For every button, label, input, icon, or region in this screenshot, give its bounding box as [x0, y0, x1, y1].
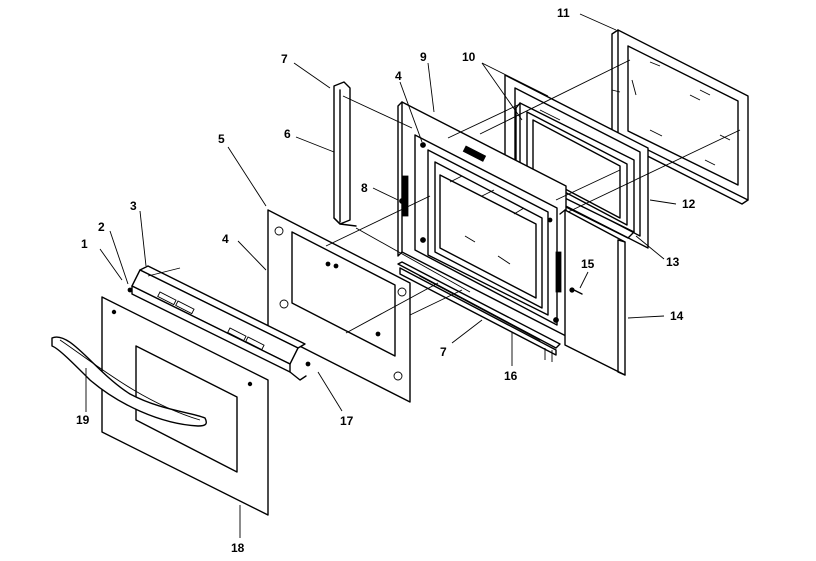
part-3-top-channel	[131, 265, 311, 381]
part-8-screw	[399, 198, 405, 204]
callout-16: 16	[504, 369, 518, 383]
callout-labels: 1 2 3 4 4 5 6 7 7 8 9 10 11 12 13 14 15 …	[76, 6, 696, 555]
callout-15: 15	[581, 257, 595, 271]
callout-7-top: 7	[281, 52, 288, 66]
part-2-screw	[127, 287, 133, 293]
callout-2: 2	[98, 220, 105, 234]
part-15-screw	[569, 287, 583, 295]
callout-9: 9	[420, 50, 427, 64]
alignment-lines	[147, 59, 741, 334]
part-19-handle	[51, 336, 207, 427]
part-10-window-glass	[515, 102, 635, 239]
callout-1: 1	[81, 237, 88, 251]
part-11-rear-frame	[611, 29, 749, 205]
callout-4-left: 4	[222, 232, 229, 246]
callout-12: 12	[682, 197, 696, 211]
part-6-side-channel	[333, 81, 357, 227]
callout-leaders	[85, 13, 677, 538]
callout-18: 18	[231, 541, 245, 555]
callout-3: 3	[130, 199, 137, 213]
part-14-back-panel	[559, 209, 626, 376]
callout-7-bottom: 7	[440, 345, 447, 359]
part-5-middle-panel	[267, 209, 411, 403]
callout-14: 14	[670, 309, 684, 323]
callout-6: 6	[284, 127, 291, 141]
callout-11: 11	[557, 6, 570, 20]
callout-13: 13	[666, 255, 680, 269]
part-16-bottom-channel	[397, 261, 561, 362]
callout-17: 17	[340, 414, 354, 428]
callout-10: 10	[462, 50, 476, 64]
callout-8: 8	[361, 181, 368, 195]
callout-4-top: 4	[395, 69, 402, 83]
callout-19: 19	[76, 413, 90, 427]
callout-5: 5	[218, 132, 225, 146]
